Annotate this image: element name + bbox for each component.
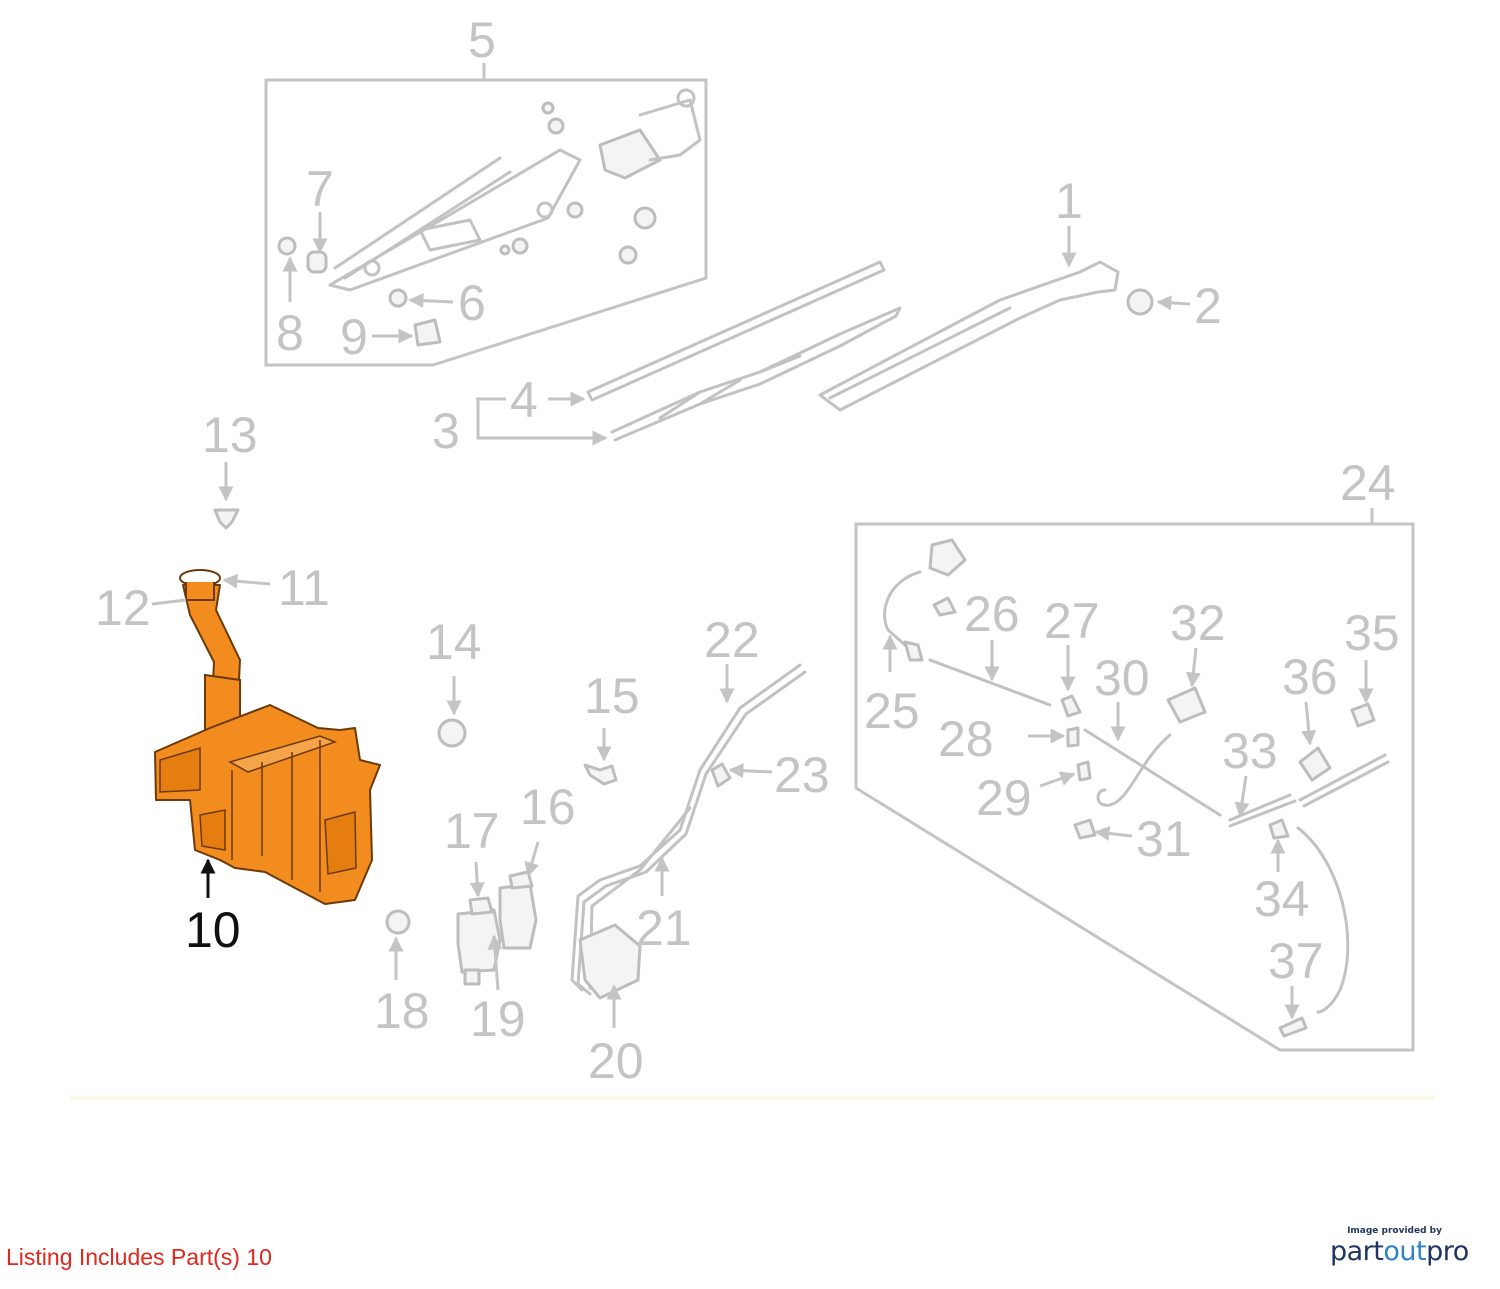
group-24-frame [854, 508, 1415, 1052]
callout-25: 25 [864, 683, 920, 739]
rear-washer-parts [883, 538, 1390, 1038]
callout-12: 12 [95, 580, 151, 636]
callout-35: 35 [1344, 605, 1400, 661]
callout-4: 4 [510, 372, 538, 428]
listing-caption: Listing Includes Part(s) 10 [6, 1244, 272, 1270]
callout-18: 18 [374, 983, 430, 1039]
washer-reservoir-part-10 [154, 569, 381, 905]
callout-19: 19 [470, 991, 526, 1047]
credit-provided-by: Image provided by [1347, 1226, 1442, 1236]
callout-8: 8 [276, 305, 304, 361]
nut-part-14 [437, 718, 467, 748]
callout-20: 20 [588, 1033, 644, 1089]
group-5-frame [264, 63, 708, 367]
callout-24: 24 [1340, 455, 1396, 511]
callout-34: 34 [1254, 871, 1310, 927]
wiper-linkage-part [277, 88, 702, 347]
callout-29: 29 [976, 770, 1032, 826]
callout-30: 30 [1094, 650, 1150, 706]
callout-5: 5 [468, 12, 496, 68]
callout-33: 33 [1222, 723, 1278, 779]
callout-9: 9 [340, 309, 368, 365]
callout-28: 28 [938, 711, 994, 767]
image-credit: Image provided by partoutpro [1330, 1226, 1480, 1267]
washer-pump-parts [456, 870, 538, 986]
partoutpro-logo: partoutpro [1330, 1236, 1480, 1267]
wiper-arm-part [818, 260, 1154, 412]
callout-16: 16 [520, 779, 576, 835]
washer-hose-parts [570, 663, 807, 1000]
callout-2: 2 [1194, 278, 1222, 334]
callout-32: 32 [1170, 595, 1226, 651]
callout-10: 10 [185, 902, 241, 958]
bolt-part-15 [583, 763, 618, 786]
callout-37: 37 [1268, 933, 1324, 989]
callout-23: 23 [774, 747, 830, 803]
callout-15: 15 [584, 668, 640, 724]
logo-text-out: out [1383, 1236, 1427, 1267]
logo-text-part: part [1330, 1236, 1384, 1267]
callout-14: 14 [426, 614, 482, 670]
logo-text-pro: pro [1426, 1236, 1469, 1267]
callout-1: 1 [1055, 173, 1083, 229]
callout-13: 13 [202, 407, 258, 463]
callout-22: 22 [704, 612, 760, 668]
grommet-part-18 [385, 909, 411, 935]
callout-3: 3 [432, 403, 460, 459]
callout-11: 11 [278, 560, 330, 616]
callout-17: 17 [444, 803, 500, 859]
callout-7: 7 [306, 161, 334, 217]
callout-31: 31 [1136, 811, 1192, 867]
callout-6: 6 [458, 275, 486, 331]
wiper-blade-part [586, 260, 902, 442]
clip-part-13 [213, 508, 240, 530]
callout-27: 27 [1044, 593, 1100, 649]
callout-21: 21 [636, 900, 692, 956]
callout-26: 26 [964, 586, 1020, 642]
callout-36: 36 [1282, 649, 1338, 705]
